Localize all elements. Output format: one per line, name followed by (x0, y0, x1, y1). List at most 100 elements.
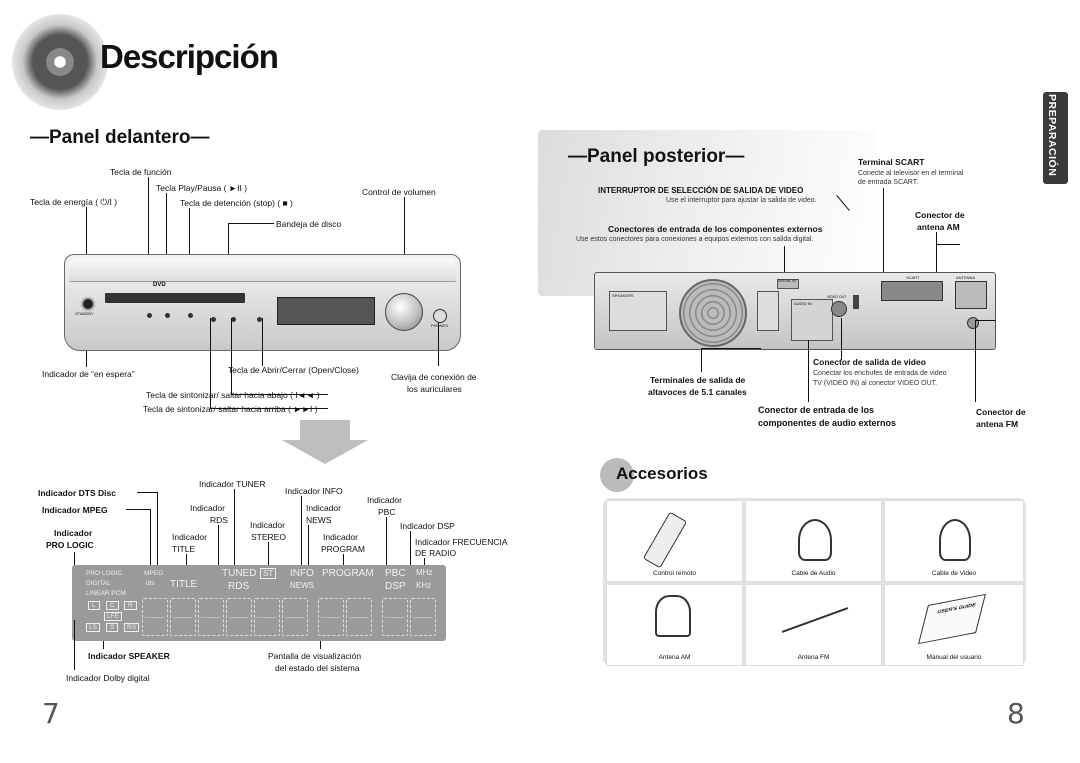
display-mhz: MHz (416, 568, 433, 577)
rear-panel-backdrop (538, 130, 878, 296)
video-out-desc-2: TV (VIDEO IN) al conector VIDEO OUT. (813, 380, 938, 387)
accessory-video-cable: Cable de Video (884, 500, 1024, 582)
accessory-caption: Antena FM (797, 654, 830, 661)
label-status-display-2: del estado del sistema (275, 663, 360, 673)
label-program-indicator-1: Indicador (323, 532, 358, 542)
label-frequency-indicator-1: Indicador FRECUENCIA (415, 537, 508, 547)
label-mpeg-indicator: Indicador MPEG (42, 505, 108, 515)
audio-in-jacks[interactable]: AUDIO IN (791, 299, 833, 341)
component-inputs-desc: Use estos conectores para conexiones a e… (576, 236, 814, 243)
display-info: INFO (290, 568, 314, 579)
label-tune-up-key: Tecla de sintonizar/ saltar hacia arriba… (143, 404, 318, 414)
scart-label: SCART (906, 275, 920, 280)
label-scart-terminal: Terminal SCART (858, 157, 925, 167)
label-speaker-indicator: Indicador SPEAKER (88, 651, 170, 661)
function-button[interactable] (147, 313, 152, 318)
headphone-jack[interactable] (433, 309, 447, 323)
label-pbc-indicator-1: Indicador (367, 495, 402, 505)
accessory-user-manual: USER'S GUIDE Manual del usuario (884, 584, 1024, 666)
speaker-terminals: SPEAKERS (609, 291, 667, 331)
label-frequency-indicator-2: DE RADIO (415, 548, 457, 558)
label-volume-control: Control de volumen (362, 187, 436, 197)
label-function-key: Tecla de función (110, 167, 172, 177)
label-dts-indicator: Indicador DTS Disc (38, 488, 116, 498)
scart-terminal[interactable]: SCART (881, 275, 943, 301)
label-dsp-indicator: Indicador DSP (400, 521, 455, 531)
display-speaker-grid: L C R LFE LS S RS (84, 601, 140, 635)
phones-label: PHONES (431, 323, 448, 328)
label-program-indicator-2: PROGRAM (321, 544, 365, 554)
stop-button[interactable] (188, 313, 193, 318)
fm-antenna-icon (781, 607, 849, 633)
tune-down-button[interactable] (211, 317, 216, 322)
display-linear-pcm: LINEAR PCM (86, 590, 126, 597)
label-headphone-jack-1: Clavija de conexión de (391, 372, 477, 382)
power-button[interactable] (81, 297, 95, 311)
display-title: TITLE (170, 579, 198, 590)
segment-digit (170, 598, 196, 636)
label-external-component-inputs: Conectores de entrada de los componentes… (608, 224, 823, 234)
display-program: PROGRAM (322, 568, 374, 579)
page-number-left: 7 (42, 697, 60, 730)
disc-tray (105, 293, 245, 303)
cooling-fan (679, 279, 747, 347)
play-pause-button[interactable] (165, 313, 170, 318)
label-rds-indicator-1: Indicador (190, 503, 225, 513)
down-arrow-graphic (282, 420, 368, 464)
label-rds-indicator-2: RDS (210, 515, 228, 525)
display-speaker-lfe: LFE (104, 612, 122, 621)
segment-digit (226, 598, 252, 636)
audio-in-label: AUDIO IN (794, 301, 812, 306)
digital-in-jack[interactable]: DIGITAL IN (777, 279, 799, 289)
label-headphone-jack-2: los auriculares (407, 384, 462, 394)
label-info-indicator: Indicador INFO (285, 486, 343, 496)
label-speaker-terminals-2: altavoces de 5.1 canales (648, 387, 747, 397)
label-dolby-indicator: Indicador Dolby digital (66, 673, 150, 683)
label-title-indicator-2: TITLE (172, 544, 196, 554)
accessories-badge (600, 458, 634, 492)
open-close-button[interactable] (257, 317, 262, 322)
page-number-right: 8 (1007, 697, 1025, 730)
receiver-front-panel: DVD STANDBY PHONES (64, 254, 461, 351)
antenna-terminals[interactable]: ANTENNA (955, 275, 987, 309)
section-tab: PREPARACIÓN (1043, 92, 1068, 184)
scart-desc-1: Conecte al televisor en el terminal (858, 170, 964, 177)
display-speaker-r: R (124, 601, 137, 610)
display-dts: dts (146, 580, 155, 587)
display-digital: DIGITAL (86, 580, 111, 587)
display-speaker-ls: LS (86, 623, 100, 632)
label-am-antenna-1: Conector de (915, 210, 965, 220)
volume-knob[interactable] (385, 293, 423, 331)
accessory-caption: Cable de Video (931, 570, 977, 577)
video-out-jack[interactable] (831, 301, 847, 317)
display-speaker-c: C (106, 601, 119, 610)
label-fm-antenna-1: Conector de (976, 407, 1026, 417)
front-panel-heading: —Panel delantero— (30, 127, 210, 148)
display-speaker-l: L (88, 601, 100, 610)
video-cable-icon (939, 519, 971, 561)
label-news-indicator-1: Indicador (306, 503, 341, 513)
display-news: NEWS (290, 581, 314, 590)
video-output-switch[interactable] (853, 295, 859, 309)
label-prologic-indicator-1: Indicador (54, 528, 93, 538)
accessory-caption: Control remoto (653, 570, 696, 577)
video-out-desc-1: Conectar los enchufes de entrada de vide… (813, 370, 947, 377)
label-open-close-key: Tecla de Abrir/Cerrar (Open/Close) (228, 365, 359, 375)
accessory-remote-control: Control remoto (606, 500, 743, 582)
digital-in-label: DIGITAL IN (778, 279, 796, 283)
label-disc-tray: Bandeja de disco (276, 219, 342, 229)
receiver-rear-panel: SPEAKERS DIGITAL IN AUDIO IN VIDEO OUT S… (594, 272, 996, 350)
display-mpeg: MPEG (144, 570, 164, 577)
label-play-pause-key: Tecla Play/Pausa ( ►II ) (156, 183, 248, 193)
fm-antenna-jack[interactable] (967, 317, 979, 329)
display-dsp: DSP (385, 581, 406, 592)
tune-up-button[interactable] (231, 317, 236, 322)
label-tune-down-key: Tecla de sintonizar/ saltar hacia abajo … (146, 390, 320, 400)
label-title-indicator-1: Indicador (172, 532, 207, 542)
display-pro-logic: PRO LOGIC (86, 570, 123, 577)
segment-digit (410, 598, 436, 636)
segment-digit (318, 598, 344, 636)
front-speaker-terminals (757, 291, 779, 331)
label-fm-antenna-2: antena FM (976, 419, 1019, 429)
display-stereo: ST (260, 568, 277, 579)
